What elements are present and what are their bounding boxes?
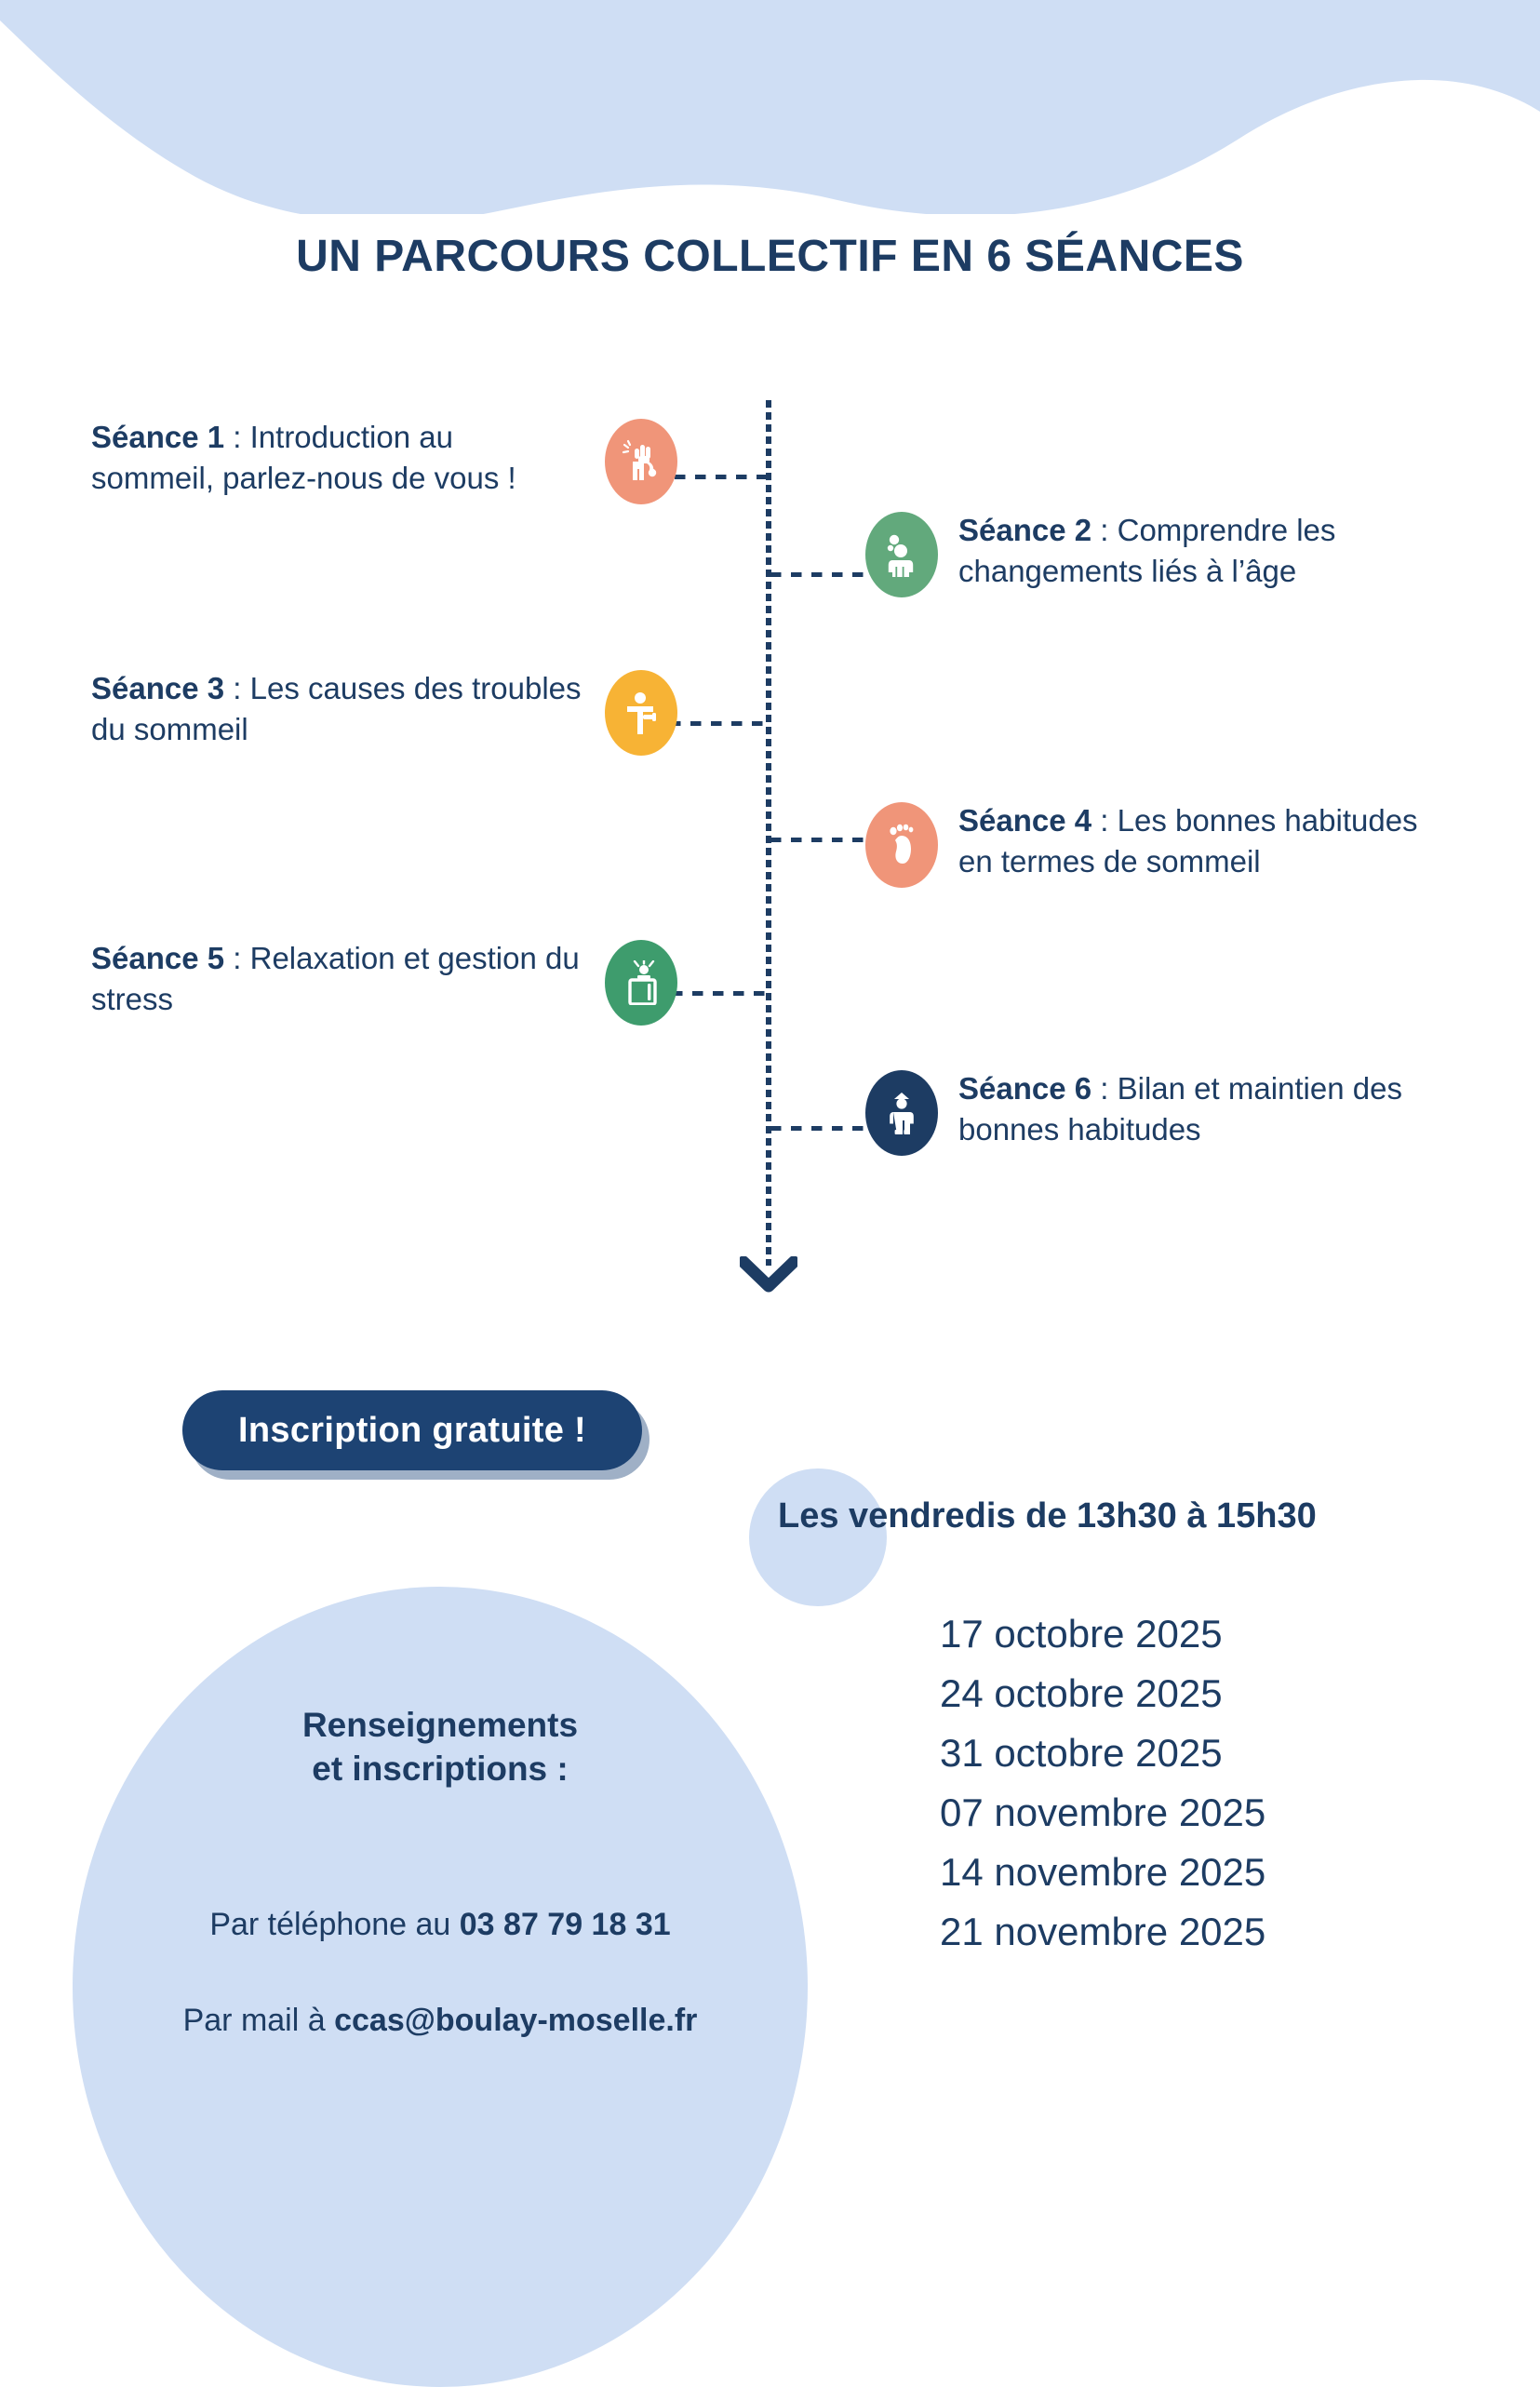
- session-6-separator: :: [1091, 1071, 1118, 1106]
- timeline-branch-5: [672, 991, 768, 996]
- session-1-label: Séance 1: [91, 420, 225, 454]
- contact-block: Renseignements et inscriptions : Par tél…: [73, 1703, 808, 2039]
- session-2-body: Comprendre les changements liés à l’âge: [958, 513, 1336, 588]
- session-3-label: Séance 3: [91, 671, 225, 705]
- session-3-text: Séance 3 : Les causes des troubles du so…: [91, 668, 584, 750]
- session-4-separator: :: [1091, 803, 1118, 838]
- person-waving-icon: [605, 419, 677, 504]
- contact-mail-line: Par mail à ccas@boulay-moselle.fr: [73, 2003, 808, 2039]
- session-5-label: Séance 5: [91, 941, 225, 975]
- contact-title: Renseignements et inscriptions :: [73, 1703, 808, 1791]
- schedule-heading: Les vendredis de 13h30 à 15h30: [778, 1496, 1317, 1535]
- session-6-text: Séance 6 : Bilan et maintien des bonnes …: [958, 1068, 1442, 1150]
- session-5-text: Séance 5 : Relaxation et gestion du stre…: [91, 938, 584, 1020]
- contact-mail-address[interactable]: ccas@boulay-moselle.fr: [334, 2002, 698, 2038]
- session-item-3: Séance 3 : Les causes des troubles du so…: [82, 668, 677, 756]
- session-item-4: Séance 4 : Les bonnes habitudes en terme…: [865, 800, 1461, 888]
- session-6-label: Séance 6: [958, 1071, 1092, 1106]
- schedule-blob-decoration: [749, 1468, 887, 1606]
- person-standing-icon: [865, 1070, 938, 1156]
- session-5-body: Relaxation et gestion du stress: [91, 941, 580, 1016]
- session-4-body: Les bonnes habitudes en termes de sommei…: [958, 803, 1418, 878]
- contact-title-line-2: et inscriptions :: [312, 1750, 569, 1789]
- candle-diffuser-icon: [605, 940, 677, 1026]
- contact-phone-prefix: Par téléphone au: [209, 1906, 460, 1942]
- session-1-separator: :: [224, 420, 250, 454]
- session-1-text: Séance 1 : Introduction au sommeil, parl…: [91, 417, 584, 499]
- timeline-branch-2: [770, 572, 873, 577]
- session-6-body: Bilan et maintien des bonnes habitudes: [958, 1071, 1402, 1147]
- timeline-arrow-down-icon: [740, 1256, 797, 1293]
- list-item: 07 novembre 2025: [940, 1790, 1266, 1834]
- timeline-branch-4: [770, 838, 871, 842]
- inscription-gratuite-button[interactable]: Inscription gratuite !: [182, 1390, 642, 1470]
- footprint-icon: [865, 802, 938, 888]
- session-4-label: Séance 4: [958, 803, 1092, 838]
- session-item-1: Séance 1 : Introduction au sommeil, parl…: [82, 417, 677, 504]
- list-item: 31 octobre 2025: [940, 1731, 1223, 1775]
- session-5-separator: :: [224, 941, 250, 975]
- timeline: [0, 400, 1540, 1321]
- contact-phone-number[interactable]: 03 87 79 18 31: [459, 1906, 671, 1942]
- session-item-6: Séance 6 : Bilan et maintien des bonnes …: [865, 1068, 1461, 1156]
- contact-mail-prefix: Par mail à: [182, 2002, 335, 2038]
- timeline-spine: [766, 400, 771, 1266]
- contact-title-line-1: Renseignements: [301, 1706, 579, 1744]
- session-1-body: Introduction au sommeil, parlez-nous de …: [91, 420, 516, 495]
- person-thinking-icon: [865, 512, 938, 597]
- list-item: 21 novembre 2025: [940, 1910, 1266, 1953]
- timeline-branch-6: [770, 1126, 873, 1131]
- top-wave-decoration: [0, 0, 1540, 214]
- session-2-separator: :: [1091, 513, 1118, 547]
- session-3-body: Les causes des troubles du sommeil: [91, 671, 582, 746]
- session-item-2: Séance 2 : Comprendre les changements li…: [865, 510, 1461, 597]
- list-item: 24 octobre 2025: [940, 1671, 1223, 1715]
- session-2-text: Séance 2 : Comprendre les changements li…: [958, 510, 1442, 592]
- schedule-date-list: 17 octobre 2025 24 octobre 2025 31 octob…: [940, 1615, 1265, 1951]
- person-key-icon: [605, 670, 677, 756]
- contact-phone-line: Par téléphone au 03 87 79 18 31: [73, 1907, 808, 1943]
- list-item: 17 octobre 2025: [940, 1612, 1223, 1656]
- timeline-branch-3: [670, 721, 768, 726]
- contact-lines: Par téléphone au 03 87 79 18 31 Par mail…: [73, 1907, 808, 2039]
- session-4-text: Séance 4 : Les bonnes habitudes en terme…: [958, 800, 1442, 882]
- session-2-label: Séance 2: [958, 513, 1092, 547]
- list-item: 14 novembre 2025: [940, 1850, 1266, 1894]
- timeline-branch-1: [675, 475, 768, 479]
- session-3-separator: :: [224, 671, 250, 705]
- session-item-5: Séance 5 : Relaxation et gestion du stre…: [82, 938, 677, 1026]
- page-title: UN PARCOURS COLLECTIF EN 6 SÉANCES: [296, 232, 1244, 281]
- registration-cta-wrapper: Inscription gratuite !: [182, 1390, 649, 1480]
